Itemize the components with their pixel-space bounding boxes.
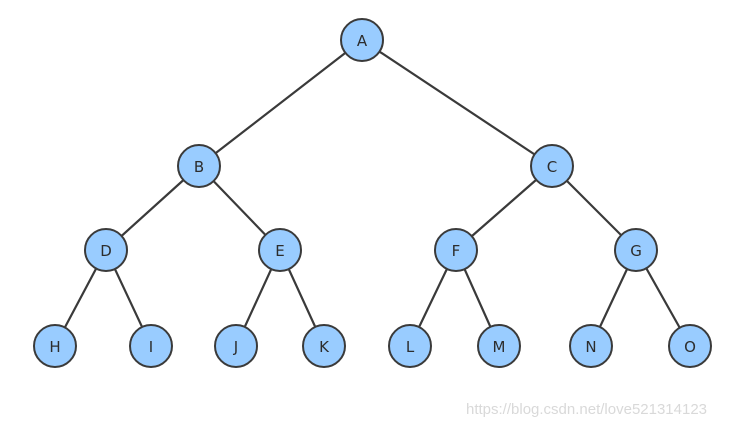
node-label: F [452,242,461,260]
watermark-url: https://blog.csdn.net/love521314123 [466,401,708,418]
node-label: M [493,338,506,356]
tree-node-l: L [388,324,432,368]
tree-node-n: N [569,324,613,368]
node-circle [477,324,521,368]
node-label: E [275,242,284,260]
tree-nodes: A B C D E F G H I J K L M N O [33,18,712,368]
tree-node-d: D [84,228,128,272]
node-label: C [547,158,557,176]
tree-node-b: B [177,144,221,188]
tree-node-o: O [668,324,712,368]
node-circle [614,228,658,272]
node-circle [569,324,613,368]
edge-a-b [197,38,364,168]
node-circle [84,228,128,272]
node-label: G [630,242,642,260]
tree-node-g: G [614,228,658,272]
tree-node-f: F [434,228,478,272]
tree-node-j: J [214,324,258,368]
node-circle [33,324,77,368]
node-label: L [406,338,415,356]
node-circle [214,324,258,368]
node-circle [388,324,432,368]
tree-node-h: H [33,324,77,368]
node-circle [530,144,574,188]
node-label: O [684,338,696,356]
node-label: B [194,158,204,176]
tree-node-a: A [340,18,384,62]
node-label: I [149,338,153,356]
node-circle [668,324,712,368]
tree-node-i: I [129,324,173,368]
tree-node-c: C [530,144,574,188]
node-label: D [100,242,112,260]
tree-edges [53,38,692,348]
node-circle [434,228,478,272]
node-circle [258,228,302,272]
node-circle [129,324,173,368]
node-circle [302,324,346,368]
node-label: N [585,338,596,356]
tree-node-e: E [258,228,302,272]
node-label: J [233,338,238,356]
node-circle [177,144,221,188]
tree-node-k: K [302,324,346,368]
edge-a-c [360,38,554,168]
node-label: K [319,338,330,356]
tree-node-m: M [477,324,521,368]
node-label: H [49,338,60,356]
node-circle [340,18,384,62]
node-label: A [357,32,368,50]
